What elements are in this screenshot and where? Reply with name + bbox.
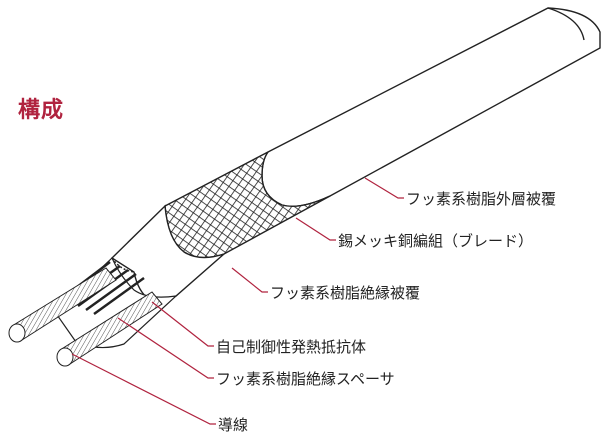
label-conductor: 導線	[218, 416, 249, 434]
leader-lines	[71, 177, 404, 425]
leader-insulation	[231, 267, 268, 293]
diagram-title: 構成	[18, 98, 65, 123]
label-outer-jacket: フッ素系樹脂外層被覆	[406, 190, 557, 208]
outer-jacket	[261, 7, 601, 208]
label-insulation: フッ素系樹脂絶縁被覆	[270, 284, 421, 302]
leader-braid	[295, 217, 336, 241]
leader-heating-element	[151, 301, 214, 347]
label-braid: 錫メッキ銅編組（ブレード）	[338, 232, 534, 250]
label-heating-element: 自己制御性発熱抵抗体	[216, 338, 367, 356]
leader-conductor	[71, 353, 216, 425]
inner-insulation	[110, 204, 225, 303]
leader-outer-jacket	[364, 177, 404, 199]
conductor-wires	[8, 267, 163, 367]
leader-spacer	[117, 317, 214, 379]
label-spacer: フッ素系樹脂絶縁スペーサ	[216, 370, 395, 388]
